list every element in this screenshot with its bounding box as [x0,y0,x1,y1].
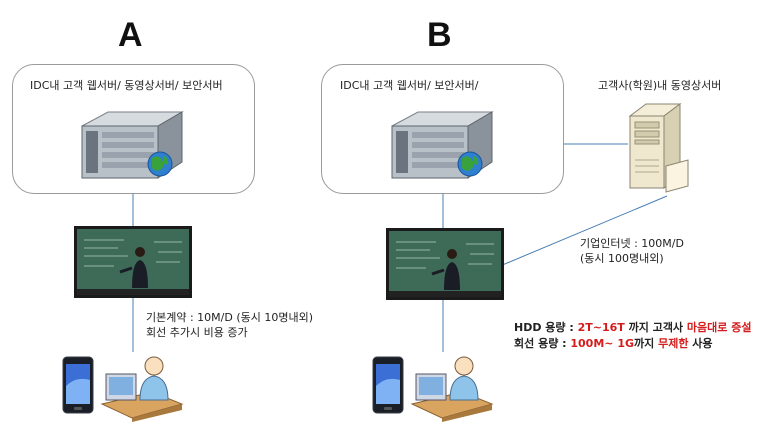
line-emphasis: 무제한 [658,337,689,350]
client-server-label: 고객사(학원)내 동영상서버 [598,79,722,92]
section-a-box-label: IDC내 고객 웹서버/ 동영상서버/ 보안서버 [30,79,223,92]
hdd-middle: 까지 고객사 [624,321,687,334]
hdd-prefix: HDD 용량 : [514,321,578,334]
lecture-video-monitor-icon [386,228,504,300]
lecture-video-monitor-icon [74,226,192,298]
hdd-emphasis: 마음대로 증설 [686,321,752,334]
desktop-tower-server-icon [628,103,689,193]
user-at-computer-icon [100,356,184,422]
rack-server-globe-icon [391,111,494,179]
connector-b-client-server-video [499,195,668,267]
internet-line1: 기업인터넷 : 100M/D [580,237,684,250]
hdd-capacity-text: HDD 용량 : 2T~16T 까지 고객사 마음대로 증설 [514,320,751,336]
line-middle: 까지 [634,337,659,350]
section-a-note-line2: 회선 추가시 비용 증가 [146,326,248,339]
section-a-heading: A [118,16,143,54]
line-prefix: 회선 용량 : [514,337,571,350]
smartphone-icon [62,356,94,414]
user-at-computer-icon [410,356,494,422]
section-a-note-line1: 기본계약 : 10M/D (동시 10명내외) [146,311,314,324]
line-capacity-text: 회선 용량 : 100M~ 1G까지 무제한 사용 [514,336,713,352]
internet-line2: (동시 100명내외) [580,252,664,265]
line-capacity: 100M~ 1G [570,337,635,350]
line-suffix: 사용 [688,337,713,350]
hdd-capacity: 2T~16T [577,321,625,334]
section-b-heading: B [427,16,452,54]
section-b-box-label: IDC내 고객 웹서버/ 보안서버/ [340,79,479,92]
smartphone-icon [372,356,404,414]
rack-server-globe-icon [81,111,184,179]
